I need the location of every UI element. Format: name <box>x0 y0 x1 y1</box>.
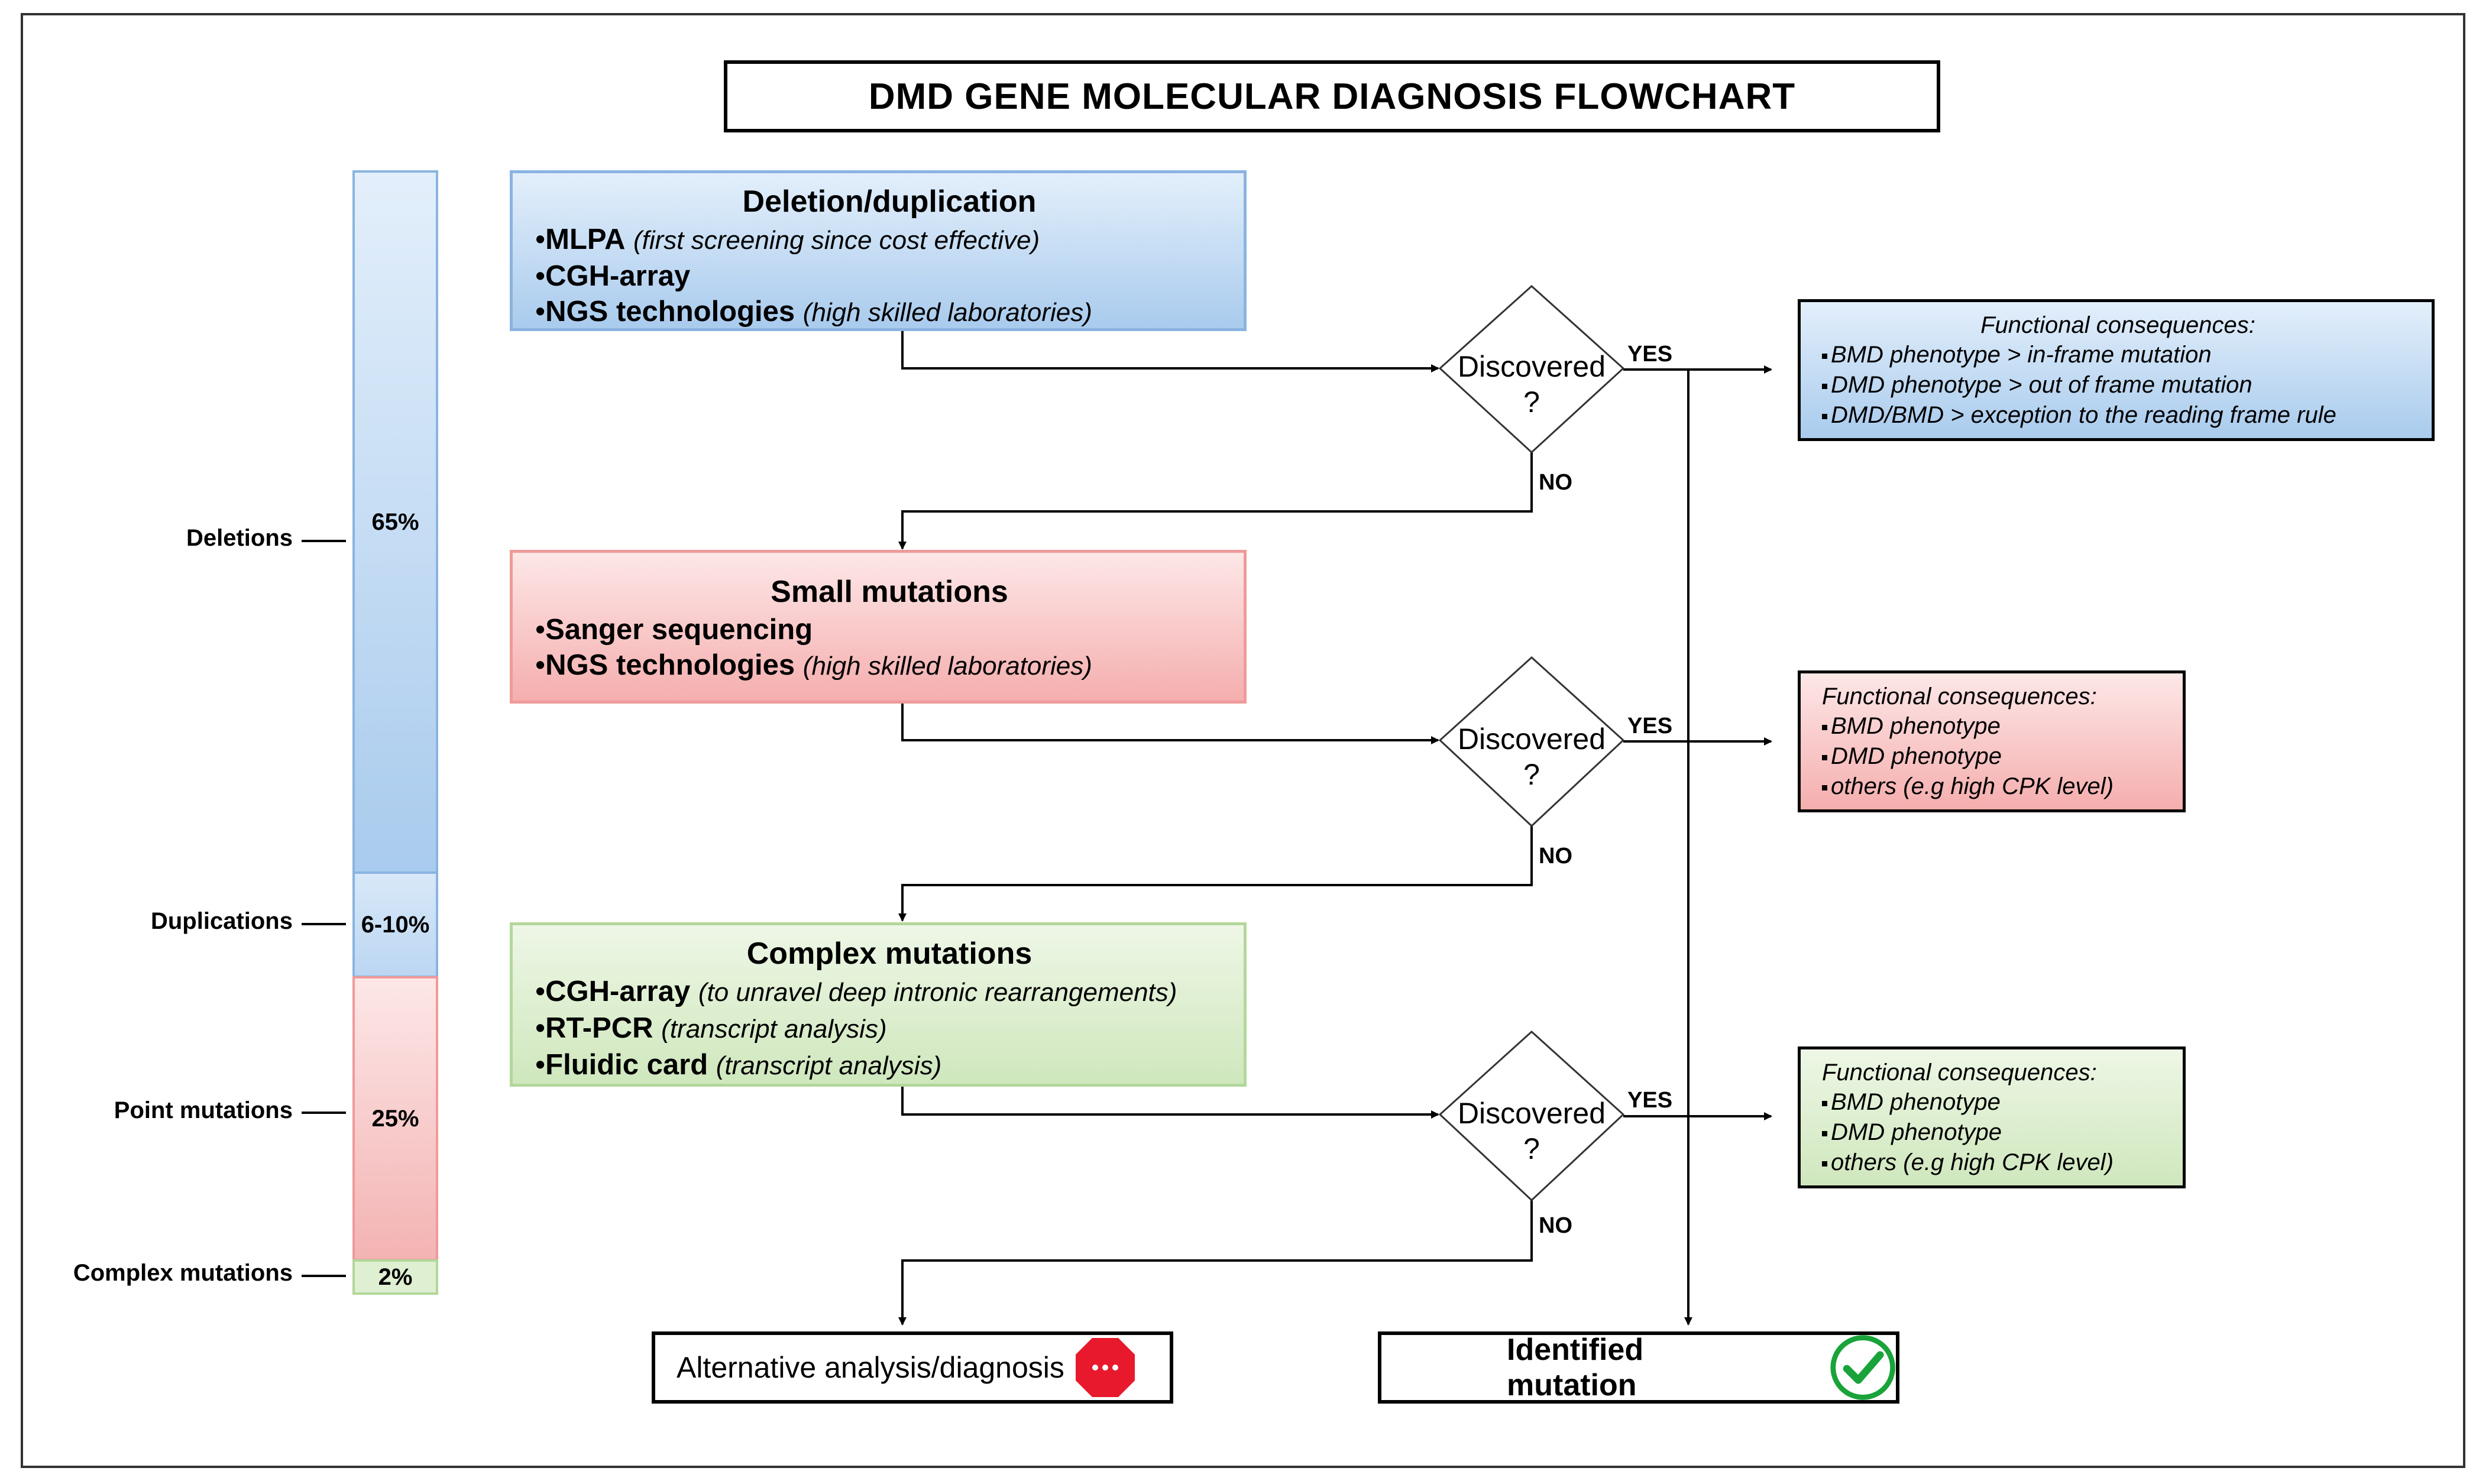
check-circle-icon <box>1830 1335 1895 1400</box>
method-item: •Fluidic card (transcript analysis) <box>535 1049 942 1081</box>
stop-sign-icon <box>1075 1338 1135 1397</box>
consequence-item: BMD phenotype <box>1822 711 2165 741</box>
consequences-box-1: Functional consequences: BMD phenotype >… <box>1798 299 2435 441</box>
no-label-3: NO <box>1539 1213 1572 1238</box>
method-item: •NGS technologies (high skilled laborato… <box>535 296 1092 328</box>
bar-value-deletions: 65% <box>371 508 419 535</box>
bar-label-complex: Complex mutations <box>73 1260 293 1286</box>
decision-label-2: Discovered? <box>1457 722 1606 791</box>
yes-label-3: YES <box>1627 1088 1673 1113</box>
decision-label-1: Discovered? <box>1457 350 1606 419</box>
method-box-deletion-duplication: Deletion/duplication •MLPA (first screen… <box>510 170 1247 331</box>
consequence-item: BMD phenotype > in-frame mutation <box>1822 340 2414 370</box>
consequence-item: DMD phenotype <box>1822 741 2165 772</box>
bar-value-complex: 2% <box>378 1263 413 1290</box>
flow-arrow-3 <box>901 1087 1439 1119</box>
bar-value-duplications: 6-10% <box>361 911 430 938</box>
consequences-box-3: Functional consequences: BMD phenotype D… <box>1798 1046 2186 1188</box>
bar-segment-deletions: 65% <box>352 170 438 874</box>
bar-segment-duplications: 6-10% <box>352 871 438 978</box>
bar-label-duplications: Duplications <box>150 908 293 934</box>
method-item: •Sanger sequencing <box>535 614 813 646</box>
identified-mutation-box: Identified mutation <box>1378 1331 1899 1404</box>
consequence-item: DMD/BMD > exception to the reading frame… <box>1822 400 2414 430</box>
method-box-complex-mutations: Complex mutations •CGH-array (to unravel… <box>510 922 1247 1087</box>
bar-label-point: Point mutations <box>114 1097 293 1123</box>
method-title: Complex mutations <box>746 937 1033 971</box>
flow-arrow-no-2 <box>898 826 1533 922</box>
no-label-1: NO <box>1539 470 1572 495</box>
flow-arrow-1 <box>901 331 1439 372</box>
consequences-heading: Functional consequences: <box>1822 1059 2097 1086</box>
method-item: •CGH-array (to unravel deep intronic rea… <box>535 976 1177 1007</box>
flow-arrow-no-3 <box>898 1200 1533 1326</box>
decision-diamond-1 <box>1438 284 1625 454</box>
identified-mutation-label: Identified mutation <box>1507 1333 1644 1402</box>
consequences-heading: Functional consequences: <box>1822 683 2097 709</box>
consequence-item: DMD phenotype > out of frame mutation <box>1822 370 2414 400</box>
bar-segment-complex: 2% <box>352 1259 438 1295</box>
yes-label-2: YES <box>1627 714 1673 738</box>
method-title: Deletion/duplication <box>742 184 1037 219</box>
method-title: Small mutations <box>771 575 1008 609</box>
consequences-heading: Functional consequences: <box>1980 312 2255 338</box>
consequence-item: others (e.g high CPK level) <box>1822 1148 2165 1178</box>
consequence-item: others (e.g high CPK level) <box>1822 772 2165 802</box>
consequences-box-2: Functional consequences: BMD phenotype D… <box>1798 670 2186 812</box>
consequence-item: DMD phenotype <box>1822 1117 2165 1148</box>
flow-arrow-no-1 <box>898 452 1533 550</box>
flow-arrow-2 <box>901 704 1439 744</box>
decision-diamond-3 <box>1438 1030 1625 1202</box>
bar-segment-point: 25% <box>352 976 438 1261</box>
decision-diamond-2 <box>1438 656 1625 828</box>
page-title: DMD GENE MOLECULAR DIAGNOSIS FLOWCHART <box>724 60 1940 132</box>
yes-label-1: YES <box>1627 342 1673 367</box>
method-item: •MLPA (first screening since cost effect… <box>535 223 1040 255</box>
method-item: •CGH-array <box>535 260 691 292</box>
method-item: •NGS technologies (high skilled laborato… <box>535 649 1092 681</box>
no-label-2: NO <box>1539 844 1572 869</box>
bar-value-point: 25% <box>371 1105 419 1132</box>
bar-label-deletions: Deletions <box>186 525 293 551</box>
alternative-analysis-label: Alternative analysis/diagnosis <box>677 1351 1064 1384</box>
decision-label-3: Discovered? <box>1457 1097 1606 1165</box>
method-item: •RT-PCR (transcript analysis) <box>535 1012 887 1044</box>
method-box-small-mutations: Small mutations •Sanger sequencing •NGS … <box>510 550 1247 704</box>
alternative-analysis-box: Alternative analysis/diagnosis <box>652 1331 1173 1404</box>
consequence-item: BMD phenotype <box>1822 1087 2165 1117</box>
